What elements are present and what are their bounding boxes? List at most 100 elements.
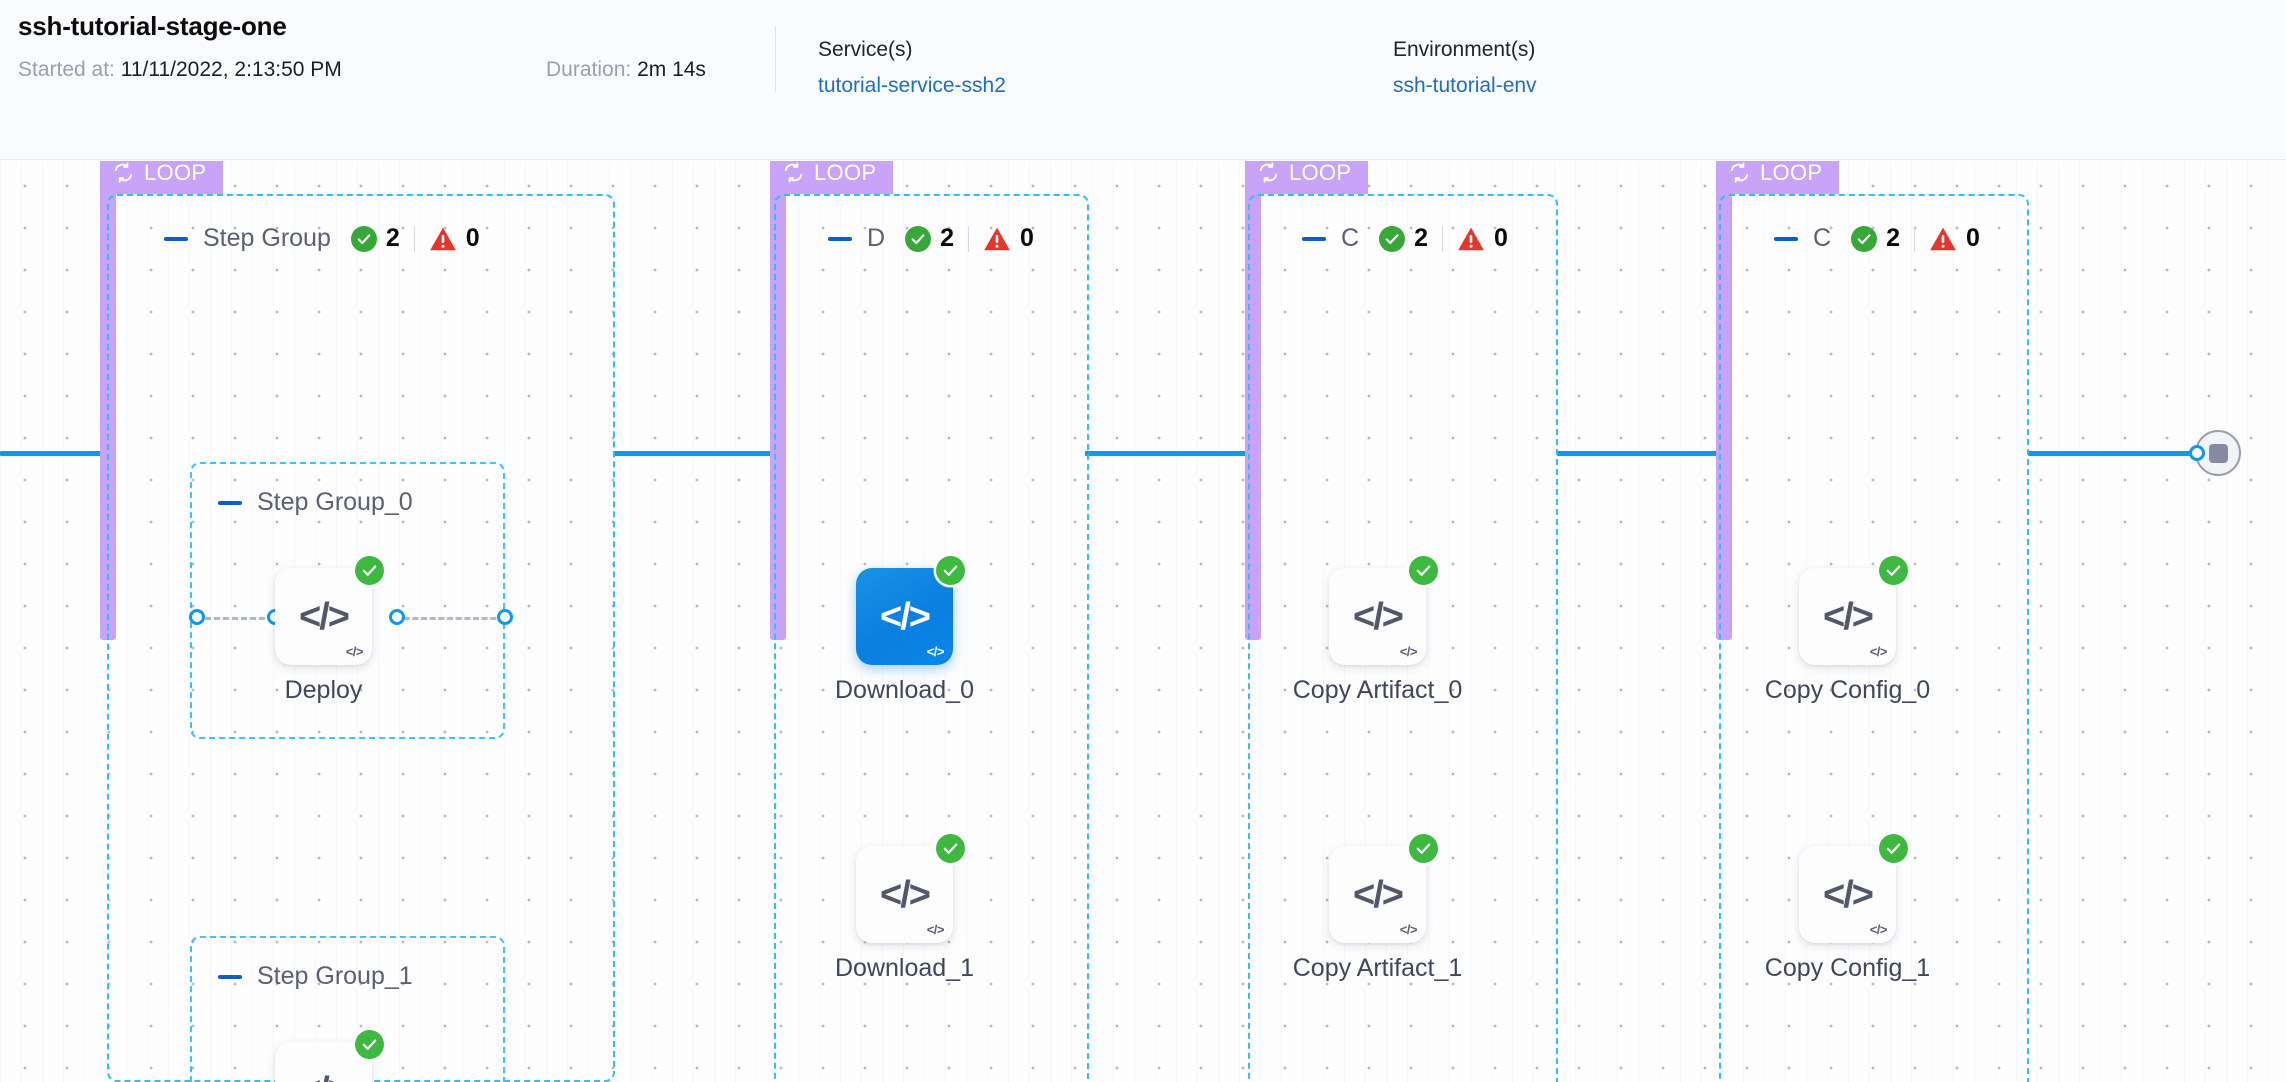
node-copy-artifact-1[interactable]: </> </> Copy Artifact_1 [1293,834,1462,982]
node-download-0[interactable]: </> </> Download_0 [835,556,974,704]
duration: Duration: 2m 14s [546,58,706,82]
group-header-step-group: Step Group 2 0 [164,224,480,253]
dash-link-left-0 [196,617,274,620]
collapse-toggle-copy-artifact[interactable] [1302,236,1326,241]
started-at: Started at: 11/11/2022, 2:13:50 PM [18,58,342,82]
status-badge [355,1030,384,1059]
node-copy-config-0[interactable]: </> </> Copy Config_0 [1765,556,1930,704]
status-badge [355,556,384,585]
status-badge [1409,834,1438,863]
error-count-value: 0 [1493,224,1508,252]
node-download-1[interactable]: </> </> Download_1 [835,834,974,982]
loop-badge-group1[interactable]: LOOP [770,161,894,194]
port-stepgroup0-outer-left[interactable] [189,609,205,625]
group-counters-copy-config: 2 0 [1851,224,1980,253]
stop-square-icon [2208,443,2228,463]
loop-badge-group3[interactable]: LOOP [1716,161,1840,194]
status-badge [936,834,965,863]
port-stepgroup0-outer-right[interactable] [497,609,513,625]
loop-arrows-icon [1728,161,1751,184]
node-label: Deploy [284,676,363,704]
status-badge [1879,834,1908,863]
connector-group1-to-group2 [1085,451,1248,456]
port-end-node[interactable] [2189,445,2205,461]
execution-header: ssh-tutorial-stage-one Started at: 11/11… [0,0,2286,160]
header-divider [775,26,776,92]
check-circle-icon [1851,225,1878,252]
collapse-toggle-step-group-1[interactable] [218,974,242,979]
node-label: Download_0 [835,676,974,704]
connector-start-to-group0 [0,451,104,456]
code-brackets-icon: </> [1353,595,1404,638]
group-box-download[interactable] [774,194,1089,1082]
warning-triangle-icon [1457,226,1485,252]
error-count-value: 0 [1965,224,1980,252]
loop-arrows-icon [1257,161,1280,184]
shell-script-icon: </> [345,644,364,659]
connector-group0-to-group1 [613,451,773,456]
collapse-toggle-copy-config[interactable] [1774,236,1798,241]
node-deploy[interactable]: </> </> Deploy [275,556,384,704]
warning-triangle-icon [1929,226,1957,252]
loop-badge-label: LOOP [1760,161,1823,185]
node-card[interactable]: </> </> [1329,834,1438,943]
loop-badge-group0[interactable]: LOOP [100,161,224,194]
collapse-toggle-step-group[interactable] [164,236,188,241]
duration-label: Duration: [546,58,632,81]
node-stepgroup1-step[interactable]: </> </> [275,1030,384,1082]
error-counter: 0 [429,224,480,253]
node-card[interactable]: </> </> [275,1030,384,1082]
group-title-step-group-0: Step Group_0 [257,488,413,516]
group-box-copy-artifact[interactable] [1248,194,1558,1082]
node-label: Copy Config_0 [1764,676,1931,704]
node-label: Copy Artifact_0 [1292,676,1463,704]
loop-arrows-icon [112,161,135,184]
loop-arrows-icon [782,161,805,184]
code-brackets-icon: </> [1823,873,1874,916]
node-card[interactable]: </> </> [1799,834,1908,943]
group-box-step-group-1[interactable] [190,936,505,1082]
counter-divider [967,225,969,252]
node-card[interactable]: </> </> [275,556,384,665]
collapse-toggle-step-group-0[interactable] [218,500,242,505]
environment-link[interactable]: ssh-tutorial-env [1393,74,1537,97]
error-counter: 0 [1457,224,1508,253]
duration-value: 2m 14s [637,58,706,81]
group-box-copy-config[interactable] [1719,194,2029,1082]
success-counter: 2 [905,224,954,253]
code-brackets-icon: </> [880,873,931,916]
group-title-copy-artifact: C [1341,224,1360,252]
code-brackets-icon: </> [299,1072,350,1082]
shell-script-icon: </> [926,922,945,937]
started-at-value: 11/11/2022, 2:13:50 PM [120,58,342,81]
success-counter: 2 [1379,224,1428,253]
group-header-step-group-0: Step Group_0 [218,488,413,517]
node-card[interactable]: </> </> [1799,556,1908,665]
node-card[interactable]: </> </> [856,556,965,665]
node-card[interactable]: </> </> [1329,556,1438,665]
port-stepgroup0-inner-right[interactable] [389,609,405,625]
group-title-download: D [867,224,886,252]
node-card[interactable]: </> </> [856,834,965,943]
group-header-download: D 2 0 [828,224,1034,253]
service-link[interactable]: tutorial-service-ssh2 [818,74,1006,97]
node-copy-artifact-0[interactable]: </> </> Copy Artifact_0 [1293,556,1462,704]
node-copy-config-1[interactable]: </> </> Copy Config_1 [1765,834,1930,982]
code-brackets-icon: </> [1823,595,1874,638]
counter-divider [1441,225,1443,252]
warning-triangle-icon [983,226,1011,252]
group-title-copy-config: C [1813,224,1832,252]
group-title-step-group: Step Group [203,224,331,252]
services-field: Service(s) tutorial-service-ssh2 [818,38,1006,98]
pipeline-graph-canvas[interactable]: LOOP Step Group 2 0 Step Group_0 [0,161,2286,1082]
loop-badge-group2[interactable]: LOOP [1245,161,1369,194]
group-header-step-group-1: Step Group_1 [218,962,413,991]
connector-group2-to-group3 [1557,451,1718,456]
status-badge [1879,556,1908,585]
collapse-toggle-download[interactable] [828,236,852,241]
error-counter: 0 [1929,224,1980,253]
started-at-label: Started at: [18,58,115,81]
group-box-step-group-0[interactable] [190,462,505,739]
error-counter: 0 [983,224,1034,253]
shell-script-icon: </> [926,644,945,659]
